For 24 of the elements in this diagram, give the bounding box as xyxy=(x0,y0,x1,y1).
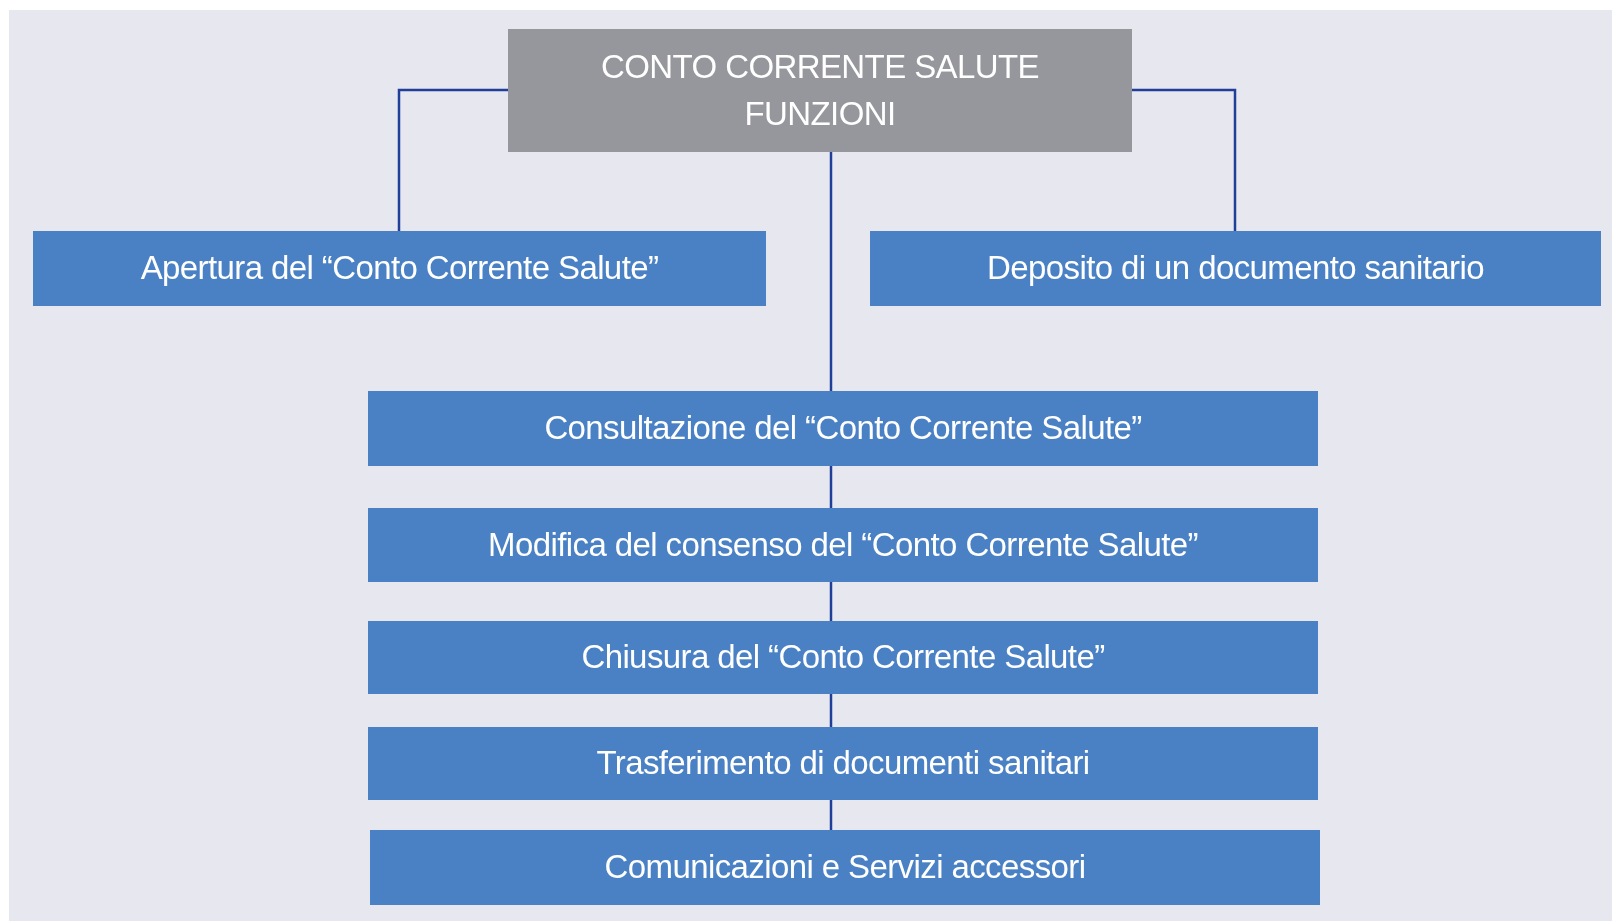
function-box xyxy=(368,391,1318,466)
function-box xyxy=(368,621,1318,694)
box-text: CONTO CORRENTE SALUTE xyxy=(601,47,1039,88)
function-box xyxy=(368,727,1318,800)
box-text: Deposito di un documento sanitario xyxy=(987,248,1484,289)
connector-line xyxy=(829,582,833,621)
box-text: Comunicazioni e Servizi accessori xyxy=(604,847,1086,888)
title-box xyxy=(508,29,1132,152)
connector-line xyxy=(829,152,833,391)
connector-line xyxy=(1132,88,1237,231)
connector-line xyxy=(397,88,508,231)
connector-line xyxy=(829,694,833,727)
function-box xyxy=(33,231,766,306)
box-text: FUNZIONI xyxy=(744,93,896,134)
box-text: Modifica del consenso del “Conto Corrente Salute” xyxy=(488,524,1198,565)
function-box xyxy=(370,830,1320,905)
box-text: Consultazione del “Conto Corrente Salute” xyxy=(544,408,1142,449)
box-text: Chiusura del “Conto Corrente Salute” xyxy=(581,637,1105,678)
function-box xyxy=(368,508,1318,582)
box-text: Trasferimento di documenti sanitari xyxy=(596,743,1090,784)
box-text: Apertura del “Conto Corrente Salute” xyxy=(140,248,659,289)
connector-line xyxy=(829,466,833,508)
function-box xyxy=(870,231,1601,306)
connector-line xyxy=(829,800,833,830)
